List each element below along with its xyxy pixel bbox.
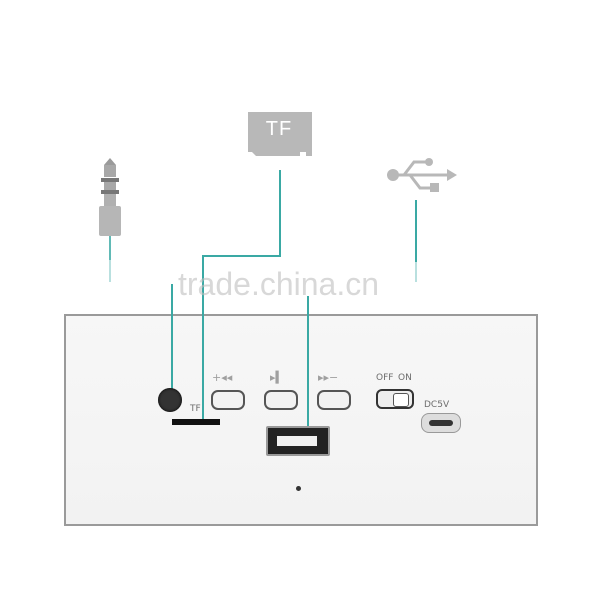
next-volume-button[interactable]	[317, 390, 351, 410]
audio-jack[interactable]	[158, 388, 182, 412]
tf-card-slot[interactable]	[172, 419, 220, 425]
next-volume-label: ▸▸−	[318, 371, 339, 384]
power-switch-knob[interactable]	[393, 393, 409, 407]
usb-port-tongue	[277, 436, 317, 446]
play-pause-label: ▸▍	[270, 371, 284, 384]
dc-power-port[interactable]	[421, 413, 461, 433]
volume-prev-button[interactable]	[211, 390, 245, 410]
dc-input-label: DC5V	[424, 400, 450, 410]
power-switch[interactable]	[376, 389, 414, 409]
switch-off-label: OFF	[376, 373, 394, 383]
play-pause-button[interactable]	[264, 390, 298, 410]
tf-slot-label: TF	[190, 404, 201, 414]
tf-card-label: TF	[265, 118, 293, 140]
watermark: trade.china.cn	[178, 266, 380, 302]
switch-on-label: ON	[398, 373, 412, 383]
dc-port-socket	[429, 420, 453, 426]
volume-prev-label: +◂◂	[212, 371, 233, 384]
tf-card-icon	[248, 112, 312, 156]
usb-port[interactable]	[266, 426, 330, 456]
usb-symbol-icon	[387, 158, 457, 192]
audio-jack-plug-icon	[99, 158, 121, 236]
microphone-hole	[296, 486, 301, 491]
